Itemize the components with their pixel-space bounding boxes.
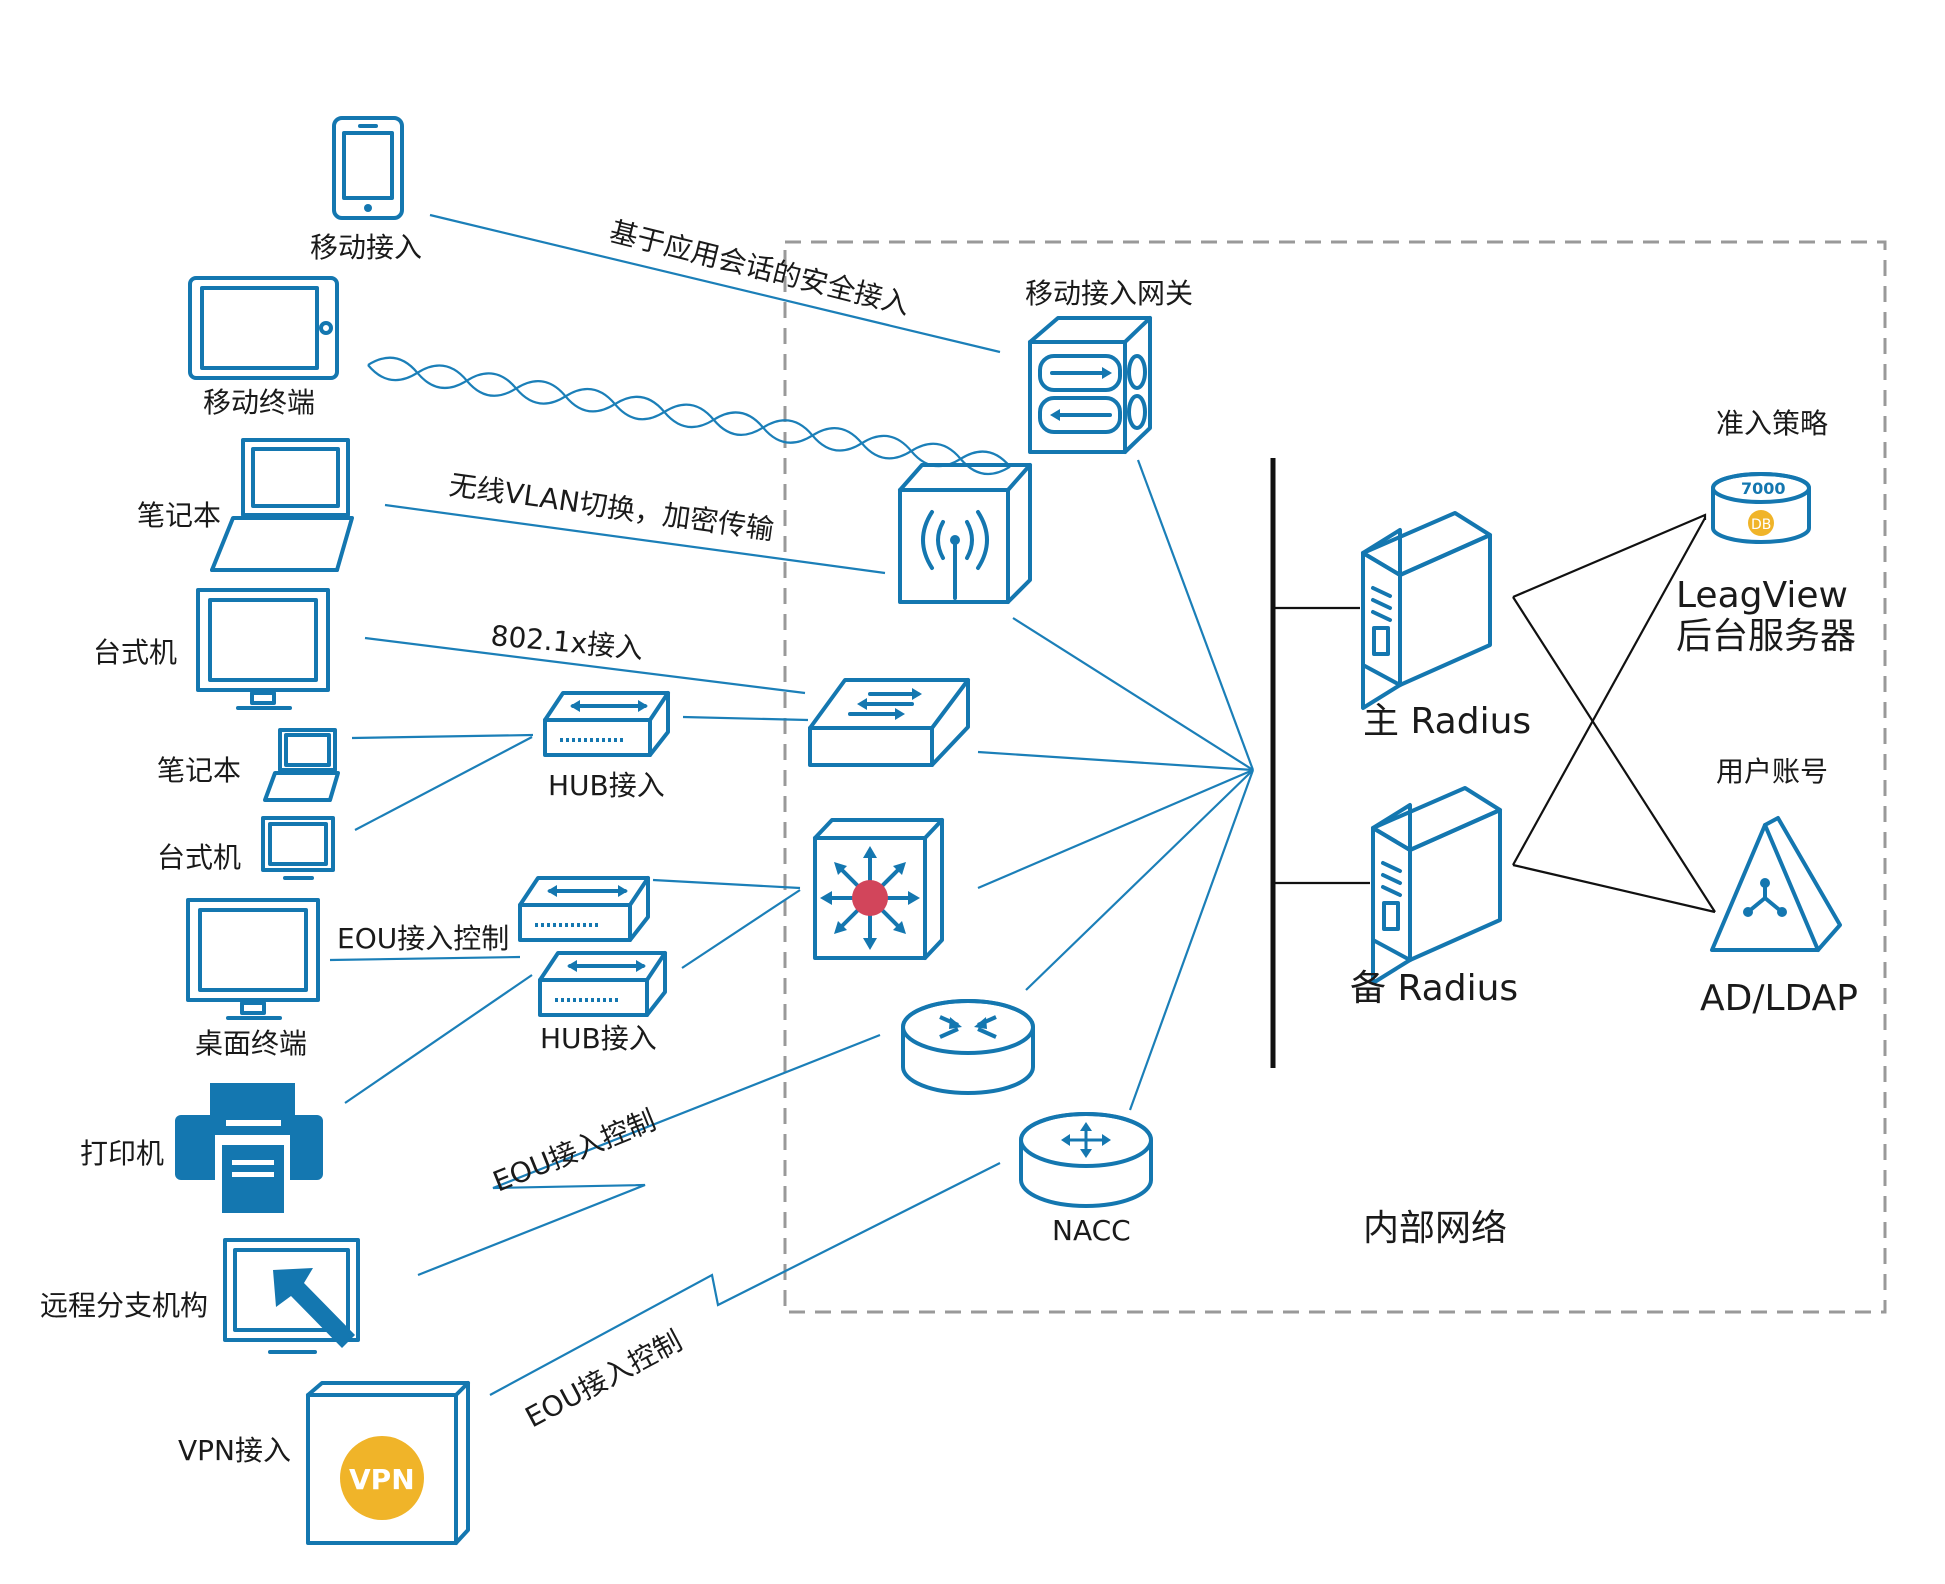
directory-icon bbox=[1710, 816, 1842, 952]
monitor-icon bbox=[261, 816, 335, 880]
router-icon bbox=[901, 999, 1035, 1095]
label-laptop-1: 笔记本 bbox=[137, 499, 221, 532]
server-icon bbox=[1361, 511, 1492, 710]
label-mobile-access: 移动接入 bbox=[310, 231, 422, 264]
smartphone-icon bbox=[332, 116, 404, 220]
monitor-icon bbox=[196, 588, 330, 710]
label-server-line2: 后台服务器 bbox=[1676, 616, 1856, 657]
label-primary-radius: 主 Radius bbox=[1363, 701, 1531, 742]
vpn-badge: VPN bbox=[349, 1463, 415, 1496]
label-printer: 打印机 bbox=[80, 1137, 164, 1170]
label-mobile-terminal: 移动终端 bbox=[203, 386, 315, 419]
hub-icon bbox=[538, 951, 667, 1017]
label-vpn-access: VPN接入 bbox=[178, 1434, 291, 1467]
monitor-icon bbox=[186, 898, 320, 1020]
label-hub-2: HUB接入 bbox=[540, 1022, 657, 1055]
remote-arrow-icon bbox=[223, 1238, 360, 1354]
db-number: 7000 bbox=[1741, 479, 1786, 498]
label-internal-network: 内部网络 bbox=[1363, 1208, 1507, 1249]
gateway-icon bbox=[1028, 316, 1152, 454]
backend-links bbox=[1270, 458, 1716, 1068]
vpn-box-icon bbox=[306, 1381, 470, 1545]
label-eou-desktop: EOU接入控制 bbox=[337, 922, 509, 955]
server-icon bbox=[1371, 786, 1502, 985]
label-hub-1: HUB接入 bbox=[548, 769, 665, 802]
label-directory: AD/LDAP bbox=[1700, 978, 1858, 1019]
label-server-line1: LeagView bbox=[1676, 575, 1848, 616]
printer-icon bbox=[175, 1083, 323, 1213]
hub-icon bbox=[543, 691, 670, 757]
internal-network-frame bbox=[783, 240, 1887, 1314]
switch-icon bbox=[808, 678, 970, 767]
label-desktop-2: 台式机 bbox=[157, 841, 241, 874]
laptop-icon bbox=[263, 728, 340, 802]
db-badge: DB bbox=[1751, 517, 1771, 533]
hub-icon bbox=[518, 876, 650, 942]
label-mobile-gateway: 移动接入网关 bbox=[1025, 277, 1193, 310]
label-accounts-title: 用户账号 bbox=[1716, 755, 1828, 788]
label-desktop-terminal: 桌面终端 bbox=[195, 1027, 307, 1060]
label-dot1x: 802.1x接入 bbox=[489, 619, 644, 665]
wireless-ap-icon bbox=[898, 463, 1032, 604]
label-policy-title: 准入策略 bbox=[1716, 407, 1828, 440]
label-eou-vpn: EOU接入控制 bbox=[520, 1324, 688, 1434]
database-icon bbox=[1711, 472, 1811, 544]
core-switch-icon bbox=[813, 818, 944, 960]
label-desktop-1: 台式机 bbox=[93, 636, 177, 669]
label-nacc: NACC bbox=[1052, 1214, 1131, 1247]
label-remote-branch: 远程分支机构 bbox=[40, 1289, 208, 1322]
tablet-icon bbox=[188, 276, 339, 380]
laptop-icon bbox=[210, 438, 354, 572]
label-laptop-2: 笔记本 bbox=[157, 754, 241, 787]
label-backup-radius: 备 Radius bbox=[1350, 968, 1518, 1009]
connection-lines bbox=[329, 213, 1255, 1396]
nacc-router-icon bbox=[1019, 1112, 1153, 1208]
